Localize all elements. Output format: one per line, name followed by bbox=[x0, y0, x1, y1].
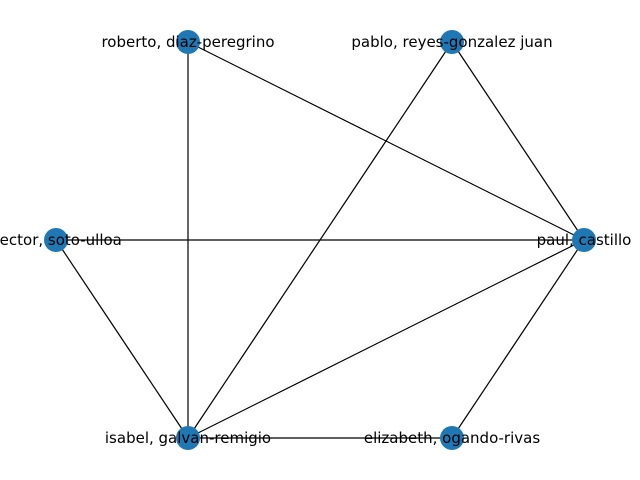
edge-paul-isabel bbox=[187, 239, 585, 439]
label-layer: roberto, diaz-peregrino pablo, reyes-gonz… bbox=[0, 33, 631, 447]
node-paul bbox=[572, 228, 596, 252]
node-label-elizabeth: elizabeth, ogando-rivas bbox=[364, 429, 540, 447]
node-layer bbox=[44, 30, 596, 450]
node-label-pablo: pablo, reyes-gonzalez juan bbox=[351, 33, 552, 51]
node-label-hector: hector, soto-ulloa bbox=[0, 231, 122, 249]
node-roberto bbox=[176, 30, 200, 54]
edge-paul-elizabeth bbox=[451, 239, 585, 439]
node-label-isabel: isabel, galvan-remigio bbox=[105, 429, 271, 447]
node-pablo bbox=[440, 30, 464, 54]
node-isabel bbox=[176, 426, 200, 450]
node-label-paul: paul, castillo bbox=[537, 231, 632, 249]
node-label-roberto: roberto, diaz-peregrino bbox=[101, 33, 274, 51]
edge-hector-isabel bbox=[55, 239, 189, 439]
edge-layer bbox=[55, 41, 585, 439]
node-hector bbox=[44, 228, 68, 252]
edge-pablo-paul bbox=[451, 41, 585, 241]
node-elizabeth bbox=[440, 426, 464, 450]
